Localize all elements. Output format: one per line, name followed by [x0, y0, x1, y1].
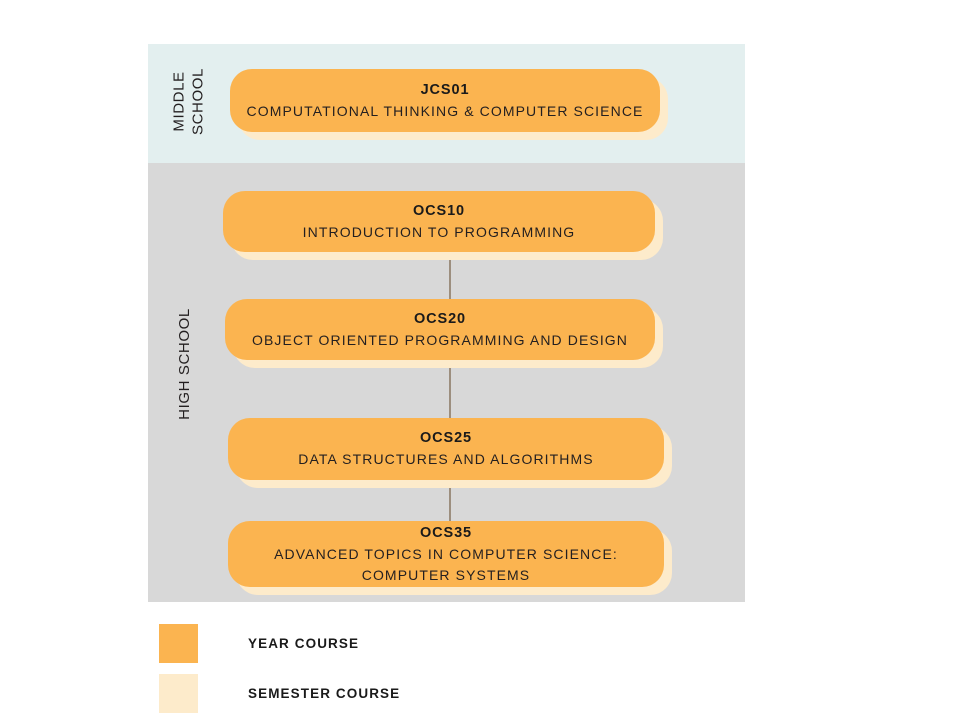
high-school-label: HIGH SCHOOL [173, 289, 197, 439]
course-title: ADVANCED TOPICS IN COMPUTER SCIENCE: COM… [274, 546, 618, 583]
course-card-jcs01[interactable]: JCS01 COMPUTATIONAL THINKING & COMPUTER … [230, 69, 668, 140]
course-card-face[interactable]: OCS35 ADVANCED TOPICS IN COMPUTER SCIENC… [228, 521, 664, 587]
middle-school-label-text: MIDDLE SCHOOL [170, 68, 206, 135]
course-title: OBJECT ORIENTED PROGRAMMING AND DESIGN [251, 331, 629, 348]
course-code: JCS01 [420, 81, 470, 98]
course-title: COMPUTATIONAL THINKING & COMPUTER SCIENC… [246, 102, 644, 119]
course-code: OCS10 [412, 202, 466, 219]
course-title: DATA STRUCTURES AND ALGORITHMS [298, 451, 594, 468]
course-card-face[interactable]: JCS01 COMPUTATIONAL THINKING & COMPUTER … [230, 69, 660, 132]
year-course-swatch [159, 623, 198, 663]
middle-school-label: MIDDLE SCHOOL [167, 47, 212, 157]
legend-label: YEAR COURSE [248, 635, 360, 651]
connector-ocs25-ocs35 [449, 480, 451, 522]
legend: YEAR COURSE SEMESTER COURSE [159, 618, 400, 718]
course-card-face[interactable]: OCS25 DATA STRUCTURES AND ALGORITHMS [228, 418, 664, 480]
course-card-ocs20[interactable]: OCS20 OBJECT ORIENTED PROGRAMMING AND DE… [225, 299, 663, 368]
legend-item-semester-course: SEMESTER COURSE [159, 668, 400, 718]
connector-ocs10-ocs20 [449, 252, 451, 300]
connector-ocs20-ocs25 [449, 360, 451, 418]
legend-item-year-course: YEAR COURSE [159, 618, 400, 668]
course-card-face[interactable]: OCS10 INTRODUCTION TO PROGRAMMING [223, 191, 655, 252]
high-school-label-text: HIGH SCHOOL [175, 308, 193, 420]
course-code: OCS35 [419, 525, 473, 542]
semester-course-swatch [159, 673, 198, 713]
course-card-ocs35[interactable]: OCS35 ADVANCED TOPICS IN COMPUTER SCIENC… [228, 521, 672, 595]
course-code: OCS25 [419, 430, 473, 447]
course-card-face[interactable]: OCS20 OBJECT ORIENTED PROGRAMMING AND DE… [225, 299, 655, 360]
course-card-ocs25[interactable]: OCS25 DATA STRUCTURES AND ALGORITHMS [228, 418, 672, 488]
course-card-ocs10[interactable]: OCS10 INTRODUCTION TO PROGRAMMING [223, 191, 663, 260]
legend-label: SEMESTER COURSE [248, 685, 401, 701]
course-code: OCS20 [413, 310, 467, 327]
course-title: INTRODUCTION TO PROGRAMMING [302, 223, 576, 240]
